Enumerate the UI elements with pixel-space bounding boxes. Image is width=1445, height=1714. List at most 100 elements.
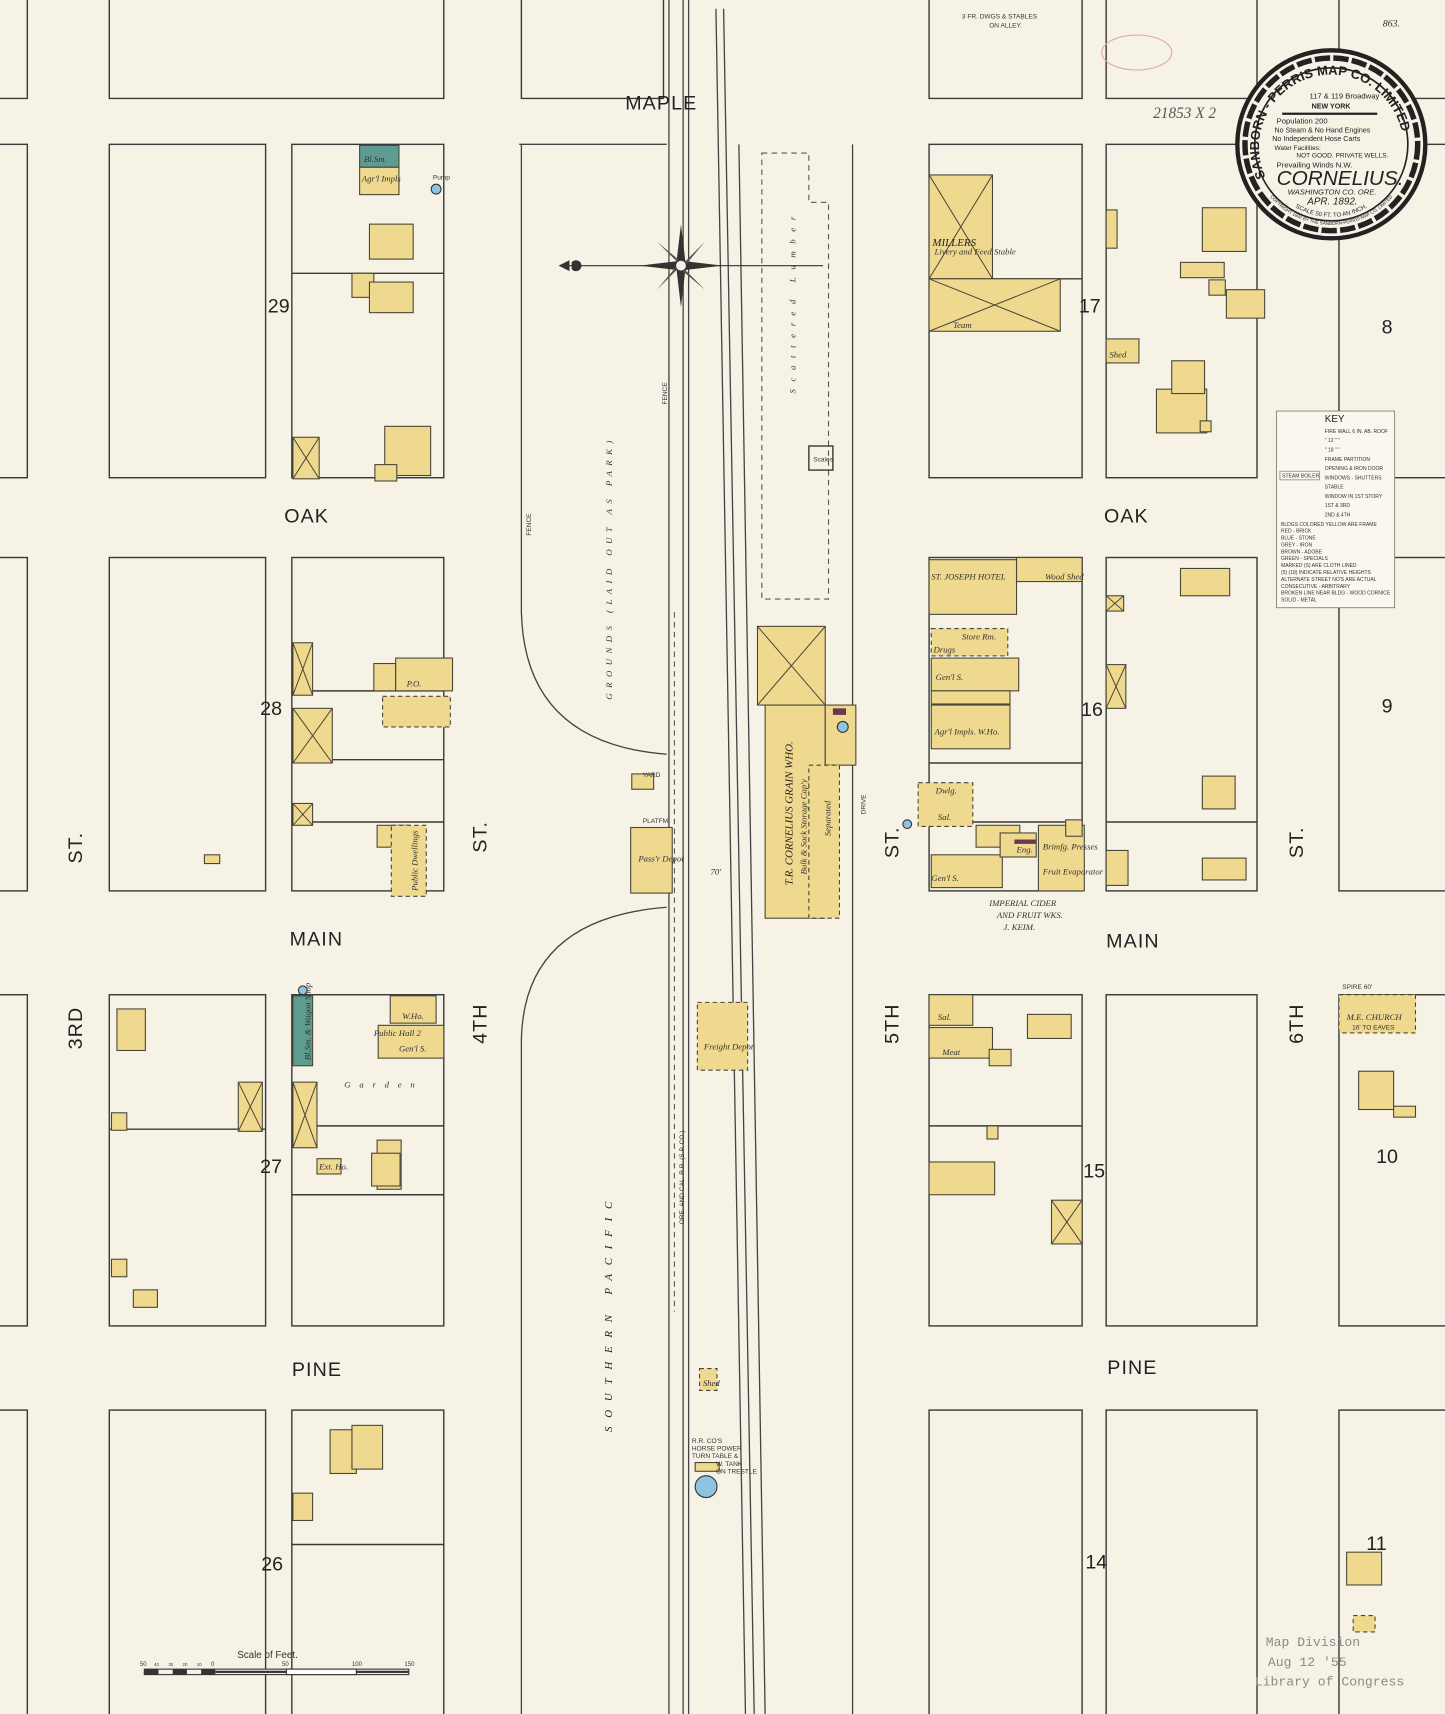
key-line: WINDOW IN 1ST STORY [1325,494,1383,500]
building [316,1158,342,1175]
scale-tick-label: 150 [404,1662,415,1668]
label: Fruit Evaporator [1042,866,1104,876]
label: Drugs [932,645,955,655]
key-line: GREY - IRON [1281,542,1312,548]
stamp-line: Library of Congress [1255,1675,1404,1690]
street-6th: 6TH [1286,1003,1308,1043]
label: M.E. CHURCH [1346,1012,1403,1022]
building [1393,1105,1417,1118]
building [110,1112,128,1131]
building [1352,1615,1376,1633]
building [928,559,1018,615]
scale-tick-label: 100 [352,1662,363,1668]
building [1358,1070,1395,1111]
street-pine: PINE [292,1359,342,1381]
block-number: 11 [1366,1533,1386,1555]
block-number: 8 [1382,316,1393,338]
received-stamp [1101,34,1173,71]
scales-label: Scales [813,456,833,463]
label: SPIRE 60' [1342,984,1372,991]
fence-label: FENCE [526,513,533,536]
turntable-label: R.R. CO'S [692,1438,723,1445]
city-block [1105,1409,1258,1714]
title-seal: SANBORN - PERRIS MAP CO. LIMITED COPYRIG… [1235,48,1428,241]
label: Agr'l Impls [361,174,402,184]
scale-tick-label: 10 [197,1662,202,1667]
label: Freight Depot [703,1041,754,1051]
building [930,704,1011,750]
label: Livery and Feed Stable [934,247,1016,257]
label: Gen'l S. [936,672,964,682]
key-line: " 18 " " [1325,447,1340,453]
label: T.R. CORNELIUS GRAIN WHO. [783,741,795,885]
pump-label: Pump [433,174,450,181]
building [359,166,400,196]
building [1105,338,1140,364]
building [373,662,397,692]
street-oak: OAK [284,506,329,528]
seal-town: CORNELIUS. [1277,167,1404,190]
label: Bl.Sm. & Wagon Shop [302,982,312,1060]
label: Bulk & Sack Storage Cap'y [799,779,809,875]
boiler [832,708,847,715]
label: P.O. [406,678,422,688]
turntable-label: W. TANK [716,1461,743,1468]
key-line: BROKEN LINE NEAR BLDG - WOOD CORNICE [1281,591,1391,597]
seal-engines: No Steam & No Hand Engines [1274,126,1370,134]
building [824,704,857,766]
city-block [108,0,445,100]
railroad [519,0,854,1714]
key-line: 1ST & 3RD [1325,503,1351,509]
label: Bl.Sm. [364,154,387,164]
block-number: 16 [1081,699,1103,721]
scale-tick-label: 30 [168,1662,173,1667]
city-block [928,556,1083,892]
yard-label: YARD [643,772,661,779]
building [631,773,655,790]
key-line: " 12 " " [1325,438,1340,444]
scale-tick-label: 0 [211,1662,215,1668]
railroad-name: SOUTHERN PACIFIC [603,1193,615,1432]
key-line: CONSECUTIVE - ARBITRARY [1281,584,1351,590]
building [1105,209,1118,249]
turntable-label: HORSE POWER [692,1446,742,1453]
railroad-labels: SOUTHERN PACIFIC GROUNDS (LAID OUT AS PA… [526,209,833,1475]
key-line: 2ND & 4TH [1325,513,1351,519]
city-block [0,1409,29,1714]
top-note: 3 FR. DWGS & STABLES [962,14,1038,21]
building [630,826,673,894]
building [368,281,414,314]
scale-tick-label: 50 [282,1662,289,1668]
building [1346,1551,1383,1586]
building [1199,420,1212,433]
key-line: ALTERNATE STREET NO'S ARE ACTUAL [1281,577,1377,583]
label: Pass'r Depot [637,853,684,863]
block-number: 15 [1083,1160,1105,1182]
building [116,1008,146,1052]
building [389,995,437,1024]
map-key: KEY STEAM BOILER FIRE WALL 6 IN. AB. ROO… [1276,410,1396,609]
building [928,1026,994,1059]
city-block [108,556,267,892]
city-block [520,0,665,100]
key-line: BLUE - STONE [1281,536,1316,542]
lumber-label: Scattered Lumber [788,209,798,393]
key-steam-boiler: STEAM BOILER [1282,474,1319,480]
building [930,628,1009,657]
label: G a r d e n [344,1080,418,1090]
building [1179,261,1225,279]
key-line: BLDGS COLORED YELLOW ARE FRAME [1281,522,1377,528]
railroad-line-label: ORE. AND CAL. R.R. (S.P. CO.) [679,1131,686,1225]
building [1015,556,1083,583]
building [292,1492,314,1522]
building [1105,849,1129,886]
label: Brimfg. Presses [1043,841,1099,851]
city-block [1105,994,1258,1327]
scale-tick-label: 40 [154,1662,159,1667]
pump-icon [902,819,913,830]
boiler [1014,839,1037,844]
city-block [928,0,1083,100]
block-numbers: 29 28 27 26 17 16 15 14 8 9 10 11 [260,296,1398,1576]
block-number: 27 [260,1156,282,1178]
building [694,1461,720,1472]
